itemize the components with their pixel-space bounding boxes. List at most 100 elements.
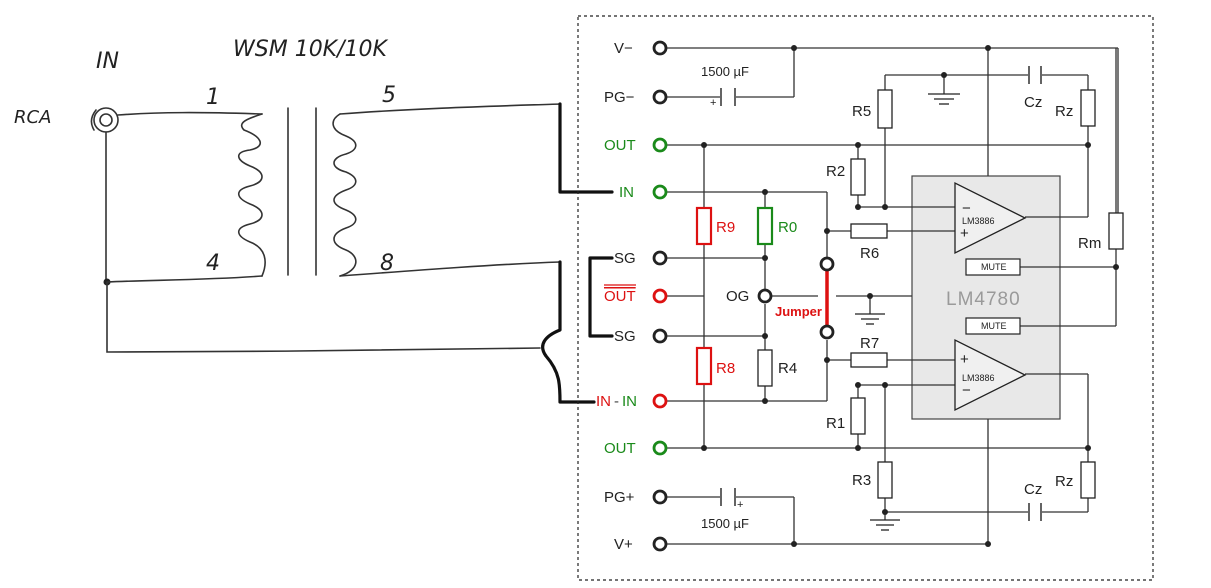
r9-icon xyxy=(695,206,713,246)
v-plus-label: V+ xyxy=(614,536,633,553)
v-minus-label: V− xyxy=(614,40,633,57)
cz-top-label: Cz xyxy=(1024,94,1042,111)
wires xyxy=(667,47,1119,545)
mute-top-box xyxy=(965,258,1021,276)
r5-label: R5 xyxy=(852,103,871,120)
r0-label: R0 xyxy=(778,219,797,236)
transformer-label: WSM 10K/10K xyxy=(233,37,389,62)
pg-minus-pin xyxy=(652,89,668,105)
cap-bottom-icon xyxy=(720,488,736,506)
r8-label: R8 xyxy=(716,360,735,377)
sg-bottom-label: SG xyxy=(614,328,636,345)
sg-bottom-pin xyxy=(652,328,668,344)
mute-bottom-box xyxy=(965,317,1021,335)
r1-label: R1 xyxy=(826,415,845,432)
r7-icon xyxy=(850,352,888,368)
r2-label: R2 xyxy=(826,163,845,180)
secondary-bottom-wire xyxy=(339,261,561,277)
pin-8-label: 8 xyxy=(380,251,394,276)
in-inv-pin xyxy=(652,393,668,409)
ground-bottom-icon xyxy=(870,519,900,531)
chip-label: LM4780 xyxy=(946,289,1021,310)
opamp-bottom-minus: − xyxy=(962,382,971,399)
opamp-bottom-label: LM3886 xyxy=(962,373,995,383)
resistors xyxy=(695,89,1124,499)
jumper-label: Jumper xyxy=(775,304,822,319)
r4-icon xyxy=(757,349,773,387)
return-wire xyxy=(106,281,541,353)
r7-label: R7 xyxy=(860,335,879,352)
r6-label: R6 xyxy=(860,245,879,262)
ground-top-icon xyxy=(928,93,960,105)
cap-top-label: 1500 µF xyxy=(701,64,749,79)
cap-bottom-label: 1500 µF xyxy=(701,516,749,531)
rm-label: Rm xyxy=(1078,235,1101,252)
opamp-top-plus: + xyxy=(960,225,969,242)
r6-icon xyxy=(850,223,888,239)
mute-bottom-label: MUTE xyxy=(981,321,1007,331)
primary-coil-icon xyxy=(237,113,266,277)
r3-icon xyxy=(877,461,893,499)
out-top-label: OUT xyxy=(604,137,636,154)
opamp-top-label: LM3886 xyxy=(962,216,995,226)
r9-label: R9 xyxy=(716,219,735,236)
handwritten-sketch: IN RCA WSM 10K/10K 1 4 5 8 xyxy=(14,37,614,404)
r0-icon xyxy=(756,206,774,246)
mute-top-label: MUTE xyxy=(981,262,1007,272)
primary-top-wire xyxy=(117,111,263,116)
rca-label: RCA xyxy=(14,107,51,128)
pg-minus-label: PG− xyxy=(604,89,635,106)
terminal-pins xyxy=(652,40,773,552)
in-inv-connection xyxy=(541,260,596,404)
opamp-top-minus: − xyxy=(962,200,971,217)
og-pin xyxy=(757,288,773,304)
primary-bottom-wire xyxy=(106,275,263,283)
cap-bottom-polarity: + xyxy=(737,499,743,511)
jumper-bottom-pin xyxy=(819,324,835,340)
secondary-top-wire xyxy=(339,103,561,115)
secondary-coil-icon xyxy=(332,113,357,277)
cap-top-icon xyxy=(720,88,736,106)
in-connection xyxy=(558,102,614,194)
r3-label: R3 xyxy=(852,472,871,489)
in-inv-red-label: IN xyxy=(596,393,611,410)
r8-icon xyxy=(695,346,713,386)
cap-top-polarity: + xyxy=(710,97,716,109)
out-bottom-pin xyxy=(652,440,668,456)
sg-top-pin xyxy=(652,250,668,266)
rz-top-icon xyxy=(1080,89,1096,127)
out-inv-label: OUT xyxy=(604,288,636,305)
junction-dots xyxy=(701,45,1119,547)
in-inv-green-label: IN xyxy=(622,393,637,410)
og-label: OG xyxy=(726,288,749,305)
in-label: IN xyxy=(619,184,634,201)
v-minus-pin xyxy=(652,40,668,56)
rz-top-label: Rz xyxy=(1055,103,1073,120)
r5-icon xyxy=(877,89,893,129)
opamp-bottom-plus: + xyxy=(960,351,969,368)
pg-plus-label: PG+ xyxy=(604,489,635,506)
rca-jack-icon xyxy=(90,107,119,133)
in-inv-dash-label: - xyxy=(614,393,619,410)
cz-top-icon xyxy=(1028,66,1042,84)
cz-bottom-icon xyxy=(1028,503,1042,521)
in-pin xyxy=(652,184,668,200)
pin-4-label: 4 xyxy=(206,251,220,276)
pin-5-label: 5 xyxy=(382,83,396,108)
input-label: IN xyxy=(96,49,119,74)
r1-icon xyxy=(850,397,866,435)
out-top-pin xyxy=(652,137,668,153)
ground-og-icon xyxy=(855,313,885,325)
pin-1-label: 1 xyxy=(206,85,220,110)
v-plus-pin xyxy=(652,536,668,552)
opamp-bottom-icon xyxy=(954,338,1027,412)
sg-top-label: SG xyxy=(614,250,636,267)
jumper-top-pin xyxy=(819,256,835,272)
out-bottom-label: OUT xyxy=(604,440,636,457)
rm-icon xyxy=(1108,212,1124,250)
opamp-top-icon xyxy=(954,181,1027,255)
r2-icon xyxy=(850,158,866,196)
out-inv-pin xyxy=(652,288,668,304)
pg-plus-pin xyxy=(652,489,668,505)
